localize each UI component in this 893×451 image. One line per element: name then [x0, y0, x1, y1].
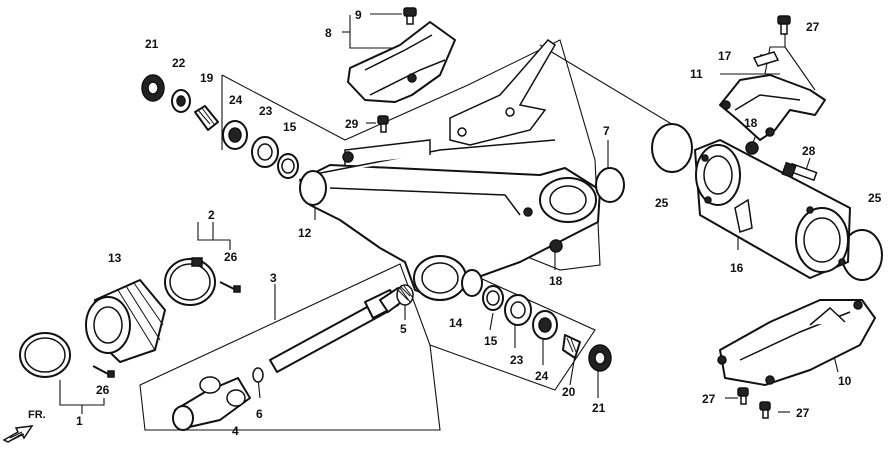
callout-18-upper: 18	[744, 116, 758, 130]
tube-bolt-28	[781, 161, 818, 182]
callout-24-lower: 24	[535, 369, 549, 383]
universal-joint	[172, 376, 251, 431]
callout-25-right: 25	[868, 191, 882, 205]
right-bearing-stack	[482, 285, 612, 372]
tube-clamp-cover	[719, 74, 826, 141]
pivot-collar	[549, 239, 563, 253]
clamp-screws	[92, 281, 241, 378]
left-bearing-stack	[141, 74, 299, 179]
guard-bolt	[403, 7, 417, 25]
callout-21-upper: 21	[145, 37, 159, 51]
callout-23-lower: 23	[510, 353, 524, 367]
callout-6: 6	[256, 407, 263, 421]
spring-clip	[397, 285, 411, 301]
callout-5: 5	[400, 322, 407, 336]
callout-15-lower: 15	[484, 334, 498, 348]
swingarm-seal-ring	[461, 269, 483, 297]
callout-2: 2	[208, 208, 215, 222]
callout-1: 1	[76, 414, 83, 428]
boot-clamp-front	[19, 332, 71, 378]
callout-3: 3	[270, 271, 277, 285]
callout-14: 14	[449, 316, 463, 330]
callout-22: 22	[172, 56, 186, 70]
bolt-27-top	[777, 15, 791, 35]
propeller-shaft	[269, 284, 414, 373]
callout-9: 9	[355, 8, 362, 22]
upper-guard	[347, 21, 456, 103]
o-ring-7	[595, 167, 625, 203]
callout-27-top: 27	[806, 20, 820, 34]
callout-18-lower: 18	[549, 274, 563, 288]
guard-lower-bolt	[377, 115, 389, 133]
callout-21-lower: 21	[592, 401, 606, 415]
callout-numbers: 1 2 3 4 5 6 7 8 9 10 11 12 13 14 15 15 1…	[76, 8, 882, 438]
callout-17: 17	[718, 49, 732, 63]
leader-lines	[59, 13, 839, 431]
bolt-27-lower-right	[759, 401, 771, 419]
callout-4: 4	[232, 424, 239, 438]
callout-20: 20	[562, 385, 576, 399]
washer-18-upper	[745, 141, 759, 155]
callout-29: 29	[345, 117, 359, 131]
callout-11: 11	[690, 67, 703, 81]
o-ring-25-left	[651, 123, 693, 173]
callout-10: 10	[838, 374, 852, 388]
lower-guard	[717, 299, 876, 386]
bolt-27-lower-left	[737, 387, 749, 405]
callout-26-upper: 26	[224, 250, 238, 264]
callout-16: 16	[730, 261, 744, 275]
label-plate	[752, 51, 780, 67]
callout-7: 7	[603, 124, 610, 138]
callout-15-upper: 15	[283, 120, 297, 134]
callout-12: 12	[298, 226, 312, 240]
front-direction-arrow: FR.	[2, 409, 46, 443]
swingarm-frame	[299, 38, 601, 301]
callout-23-upper: 23	[259, 104, 273, 118]
callout-28: 28	[802, 144, 816, 158]
callout-13: 13	[108, 251, 122, 265]
callout-27-lower-right: 27	[796, 406, 810, 420]
rubber-boot	[85, 279, 166, 363]
callout-19: 19	[200, 71, 214, 85]
boot-clamp-rear	[164, 257, 216, 306]
callout-25-left: 25	[655, 196, 669, 210]
final-drive-tube	[694, 139, 851, 279]
callout-8: 8	[325, 26, 332, 40]
front-direction-label: FR.	[28, 409, 46, 421]
callout-26-lower: 26	[96, 383, 110, 397]
callout-27-lower-left: 27	[702, 392, 716, 406]
circlip	[252, 367, 264, 383]
callout-24-upper: 24	[229, 93, 243, 107]
